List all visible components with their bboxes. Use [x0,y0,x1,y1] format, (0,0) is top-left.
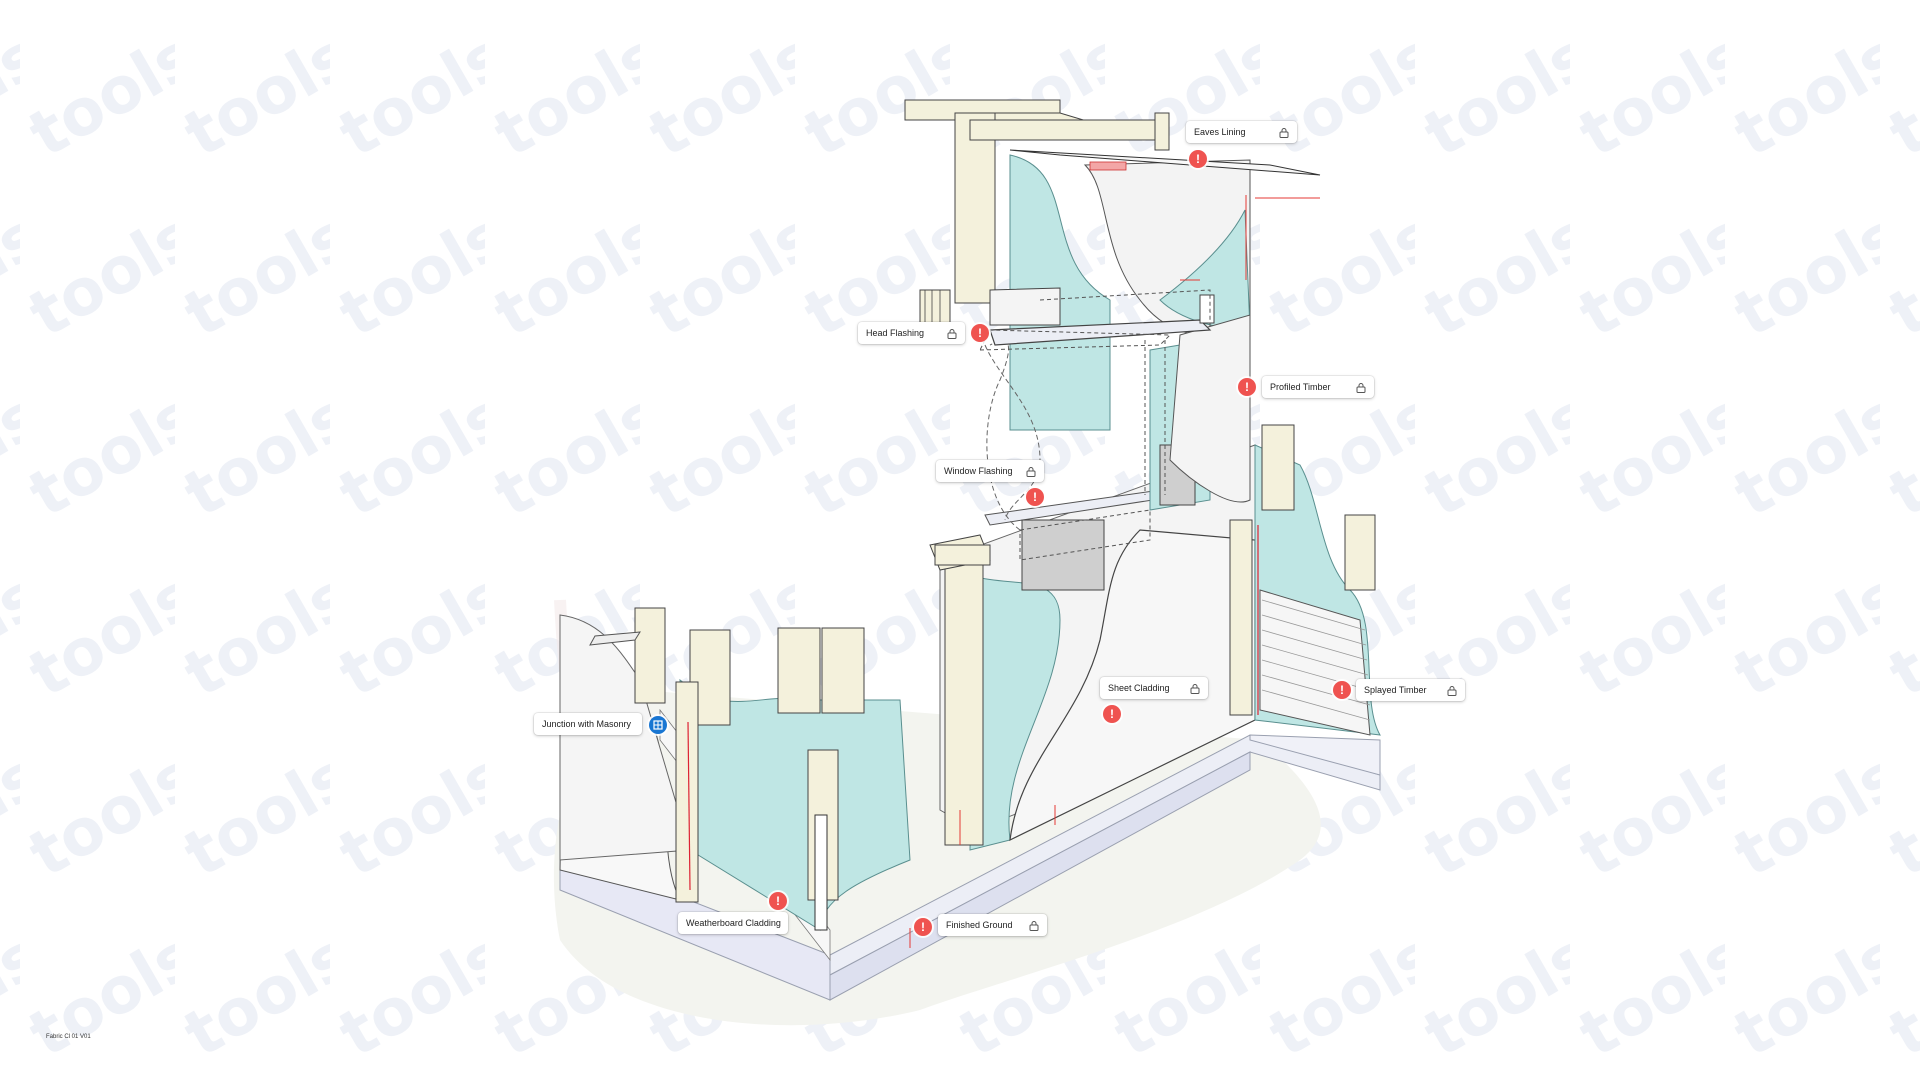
right-wall [1229,424,1381,736]
window-icon[interactable] [649,716,667,734]
callout-splayed-timber[interactable]: Splayed Timber [1356,679,1465,701]
alert-marker-head-flashing[interactable]: ! [971,324,989,342]
alert-marker-finished-ground[interactable]: ! [914,918,932,936]
dimension-lines [909,195,1320,948]
callout-label: Sheet Cladding [1108,683,1170,693]
alert-marker-eaves-lining[interactable]: ! [1189,150,1207,168]
window-glyph [653,720,663,730]
callout-sheet-cladding[interactable]: Sheet Cladding [1100,677,1208,699]
callout-label: Window Flashing [944,466,1013,476]
callout-finished-ground[interactable]: Finished Ground [938,914,1047,936]
callout-head-flashing[interactable]: Head Flashing [858,322,965,344]
lock-icon [1279,127,1289,138]
alert-marker-profiled-timber[interactable]: ! [1238,378,1256,396]
lock-icon [1026,466,1036,477]
callout-label: Profiled Timber [1270,382,1331,392]
callout-label: Finished Ground [946,920,1013,930]
callout-label: Head Flashing [866,328,925,338]
callout-junction-with-masonry[interactable]: Junction with Masonry [534,713,642,735]
alert-marker-sheet-cladding[interactable]: ! [1103,705,1121,723]
callout-label: Eaves Lining [1194,127,1246,137]
callout-label: Junction with Masonry [542,719,632,729]
callout-label: Weatherboard Cladding [686,918,781,928]
lock-icon [1447,685,1457,696]
lock-icon [1029,920,1039,931]
lock-icon [947,328,957,339]
callout-eaves-lining[interactable]: Eaves Lining [1186,121,1297,143]
alert-marker-splayed-timber[interactable]: ! [1333,681,1351,699]
callout-label: Splayed Timber [1364,685,1427,695]
alert-marker-window-flashing[interactable]: ! [1026,488,1044,506]
lock-icon [1356,382,1366,393]
callout-window-flashing[interactable]: Window Flashing [936,460,1044,482]
lock-icon [1190,683,1200,694]
callout-profiled-timber[interactable]: Profiled Timber [1262,376,1374,398]
footer-label: Fabric Cl 01 V01 [46,1034,91,1040]
left-wall [559,607,911,962]
callout-weatherboard-cladding[interactable]: Weatherboard Cladding [678,912,788,934]
alert-marker-weatherboard-cladding[interactable]: ! [769,892,787,910]
